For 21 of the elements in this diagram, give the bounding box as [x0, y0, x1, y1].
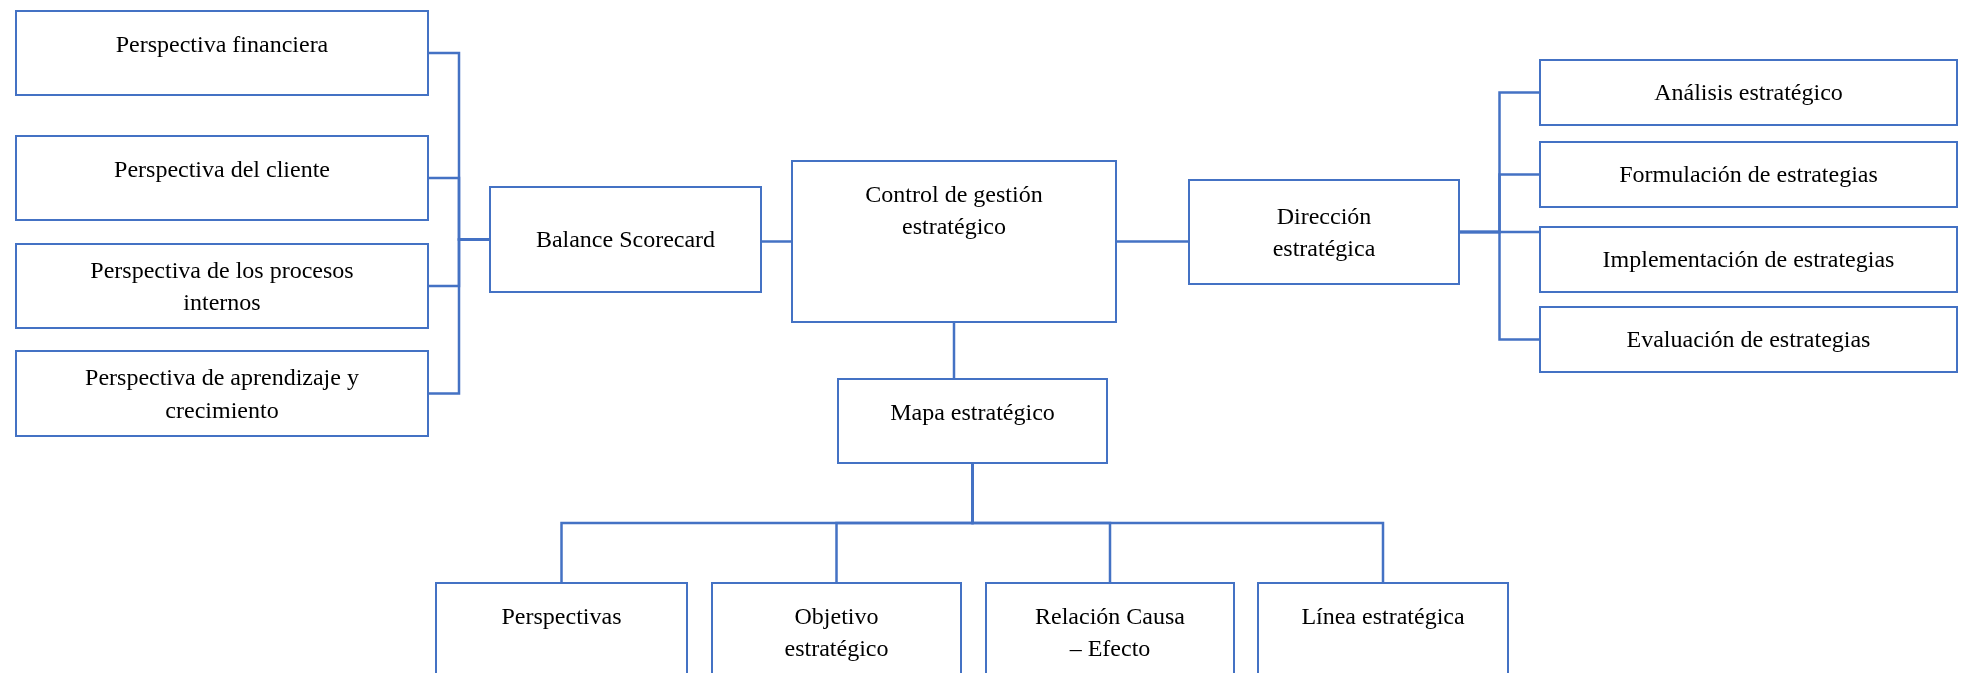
- text-box: Perspectiva financiera: [15, 10, 429, 96]
- text-box: Evaluación de estrategias: [1539, 306, 1958, 373]
- text-box: Perspectiva del cliente: [15, 135, 429, 221]
- text-box: Línea estratégica: [1257, 582, 1509, 673]
- connector-line: [429, 238, 489, 395]
- text-box: Análisis estratégico: [1539, 59, 1958, 126]
- text-box: Mapa estratégico: [837, 378, 1108, 464]
- connector-line: [1117, 240, 1188, 243]
- text-box: Implementación de estrategias: [1539, 226, 1958, 293]
- text-box: Relación Causa – Efecto: [985, 582, 1235, 673]
- text-box: Control de gestión estratégico: [791, 160, 1117, 323]
- text-box: Perspectivas: [435, 582, 688, 673]
- text-box: Dirección estratégica: [1188, 179, 1460, 285]
- connector-line: [952, 323, 956, 378]
- connector-line: [1460, 230, 1539, 341]
- text-box: Perspectiva de aprendizaje y crecimiento: [15, 350, 429, 437]
- text-box: Objetivo estratégico: [711, 582, 962, 673]
- text-box: Balance Scorecard: [489, 186, 762, 293]
- text-box: Formulación de estrategias: [1539, 141, 1958, 208]
- connector-line: [762, 240, 791, 243]
- text-box: Perspectiva de los procesos internos: [15, 243, 429, 329]
